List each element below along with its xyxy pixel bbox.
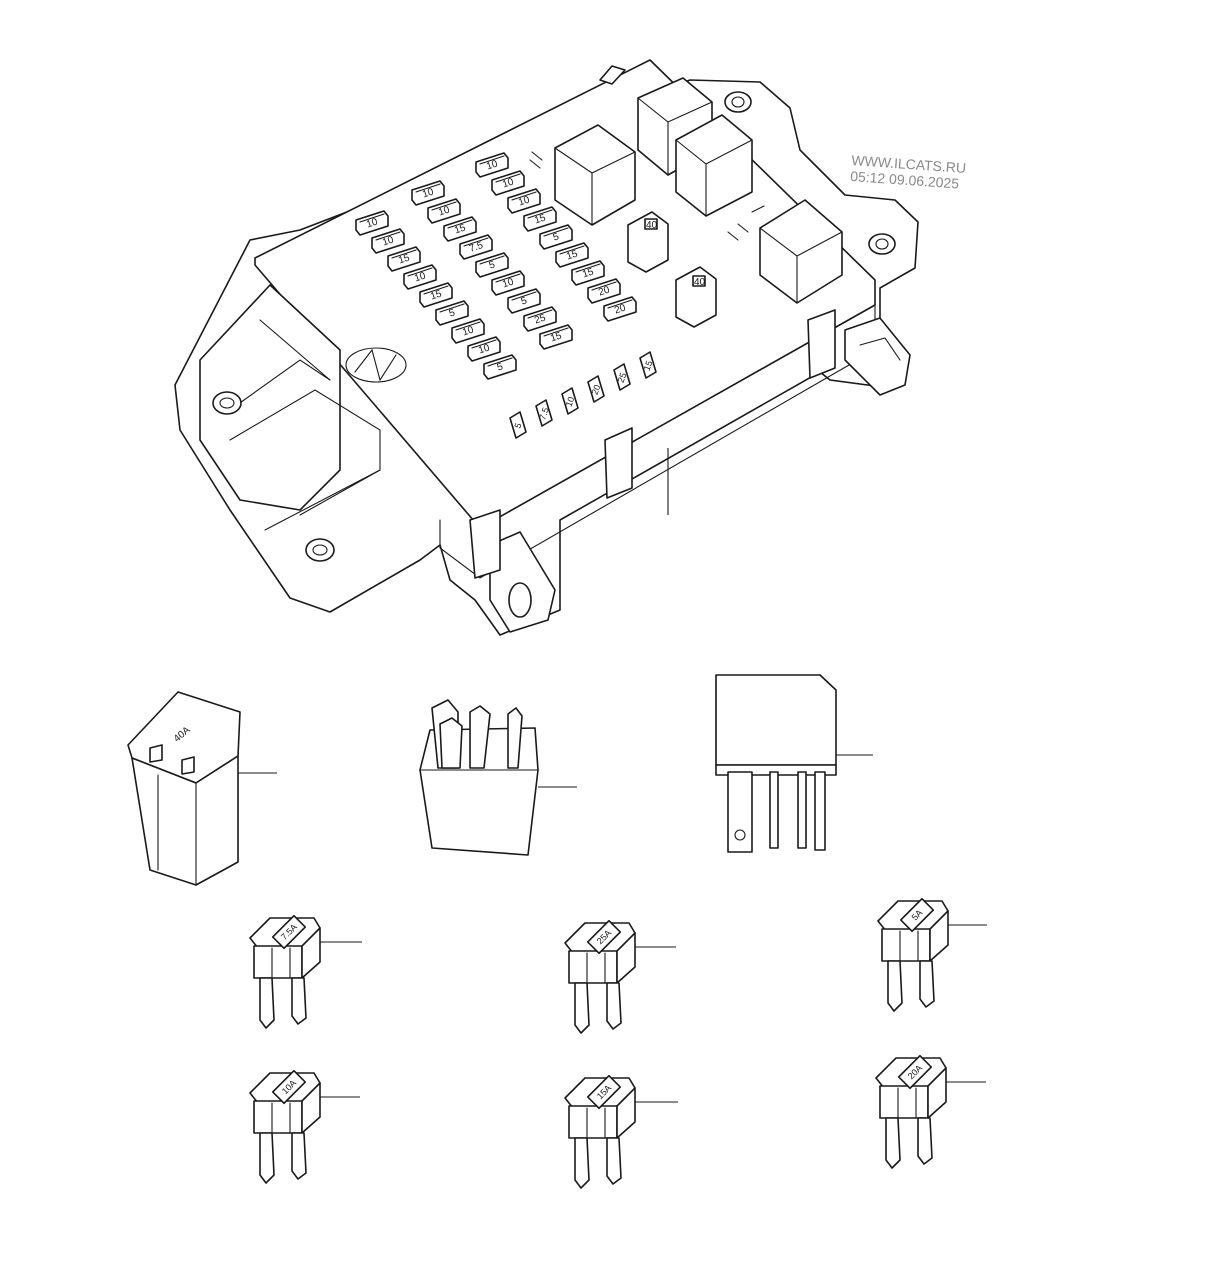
box-fuse: 10 — [467, 336, 501, 362]
large-fuse-label: 40 — [646, 220, 658, 231]
box-fuse-label: 20 — [597, 284, 611, 298]
mini-fuse: 20A — [875, 1054, 986, 1169]
box-fuse: 5 — [483, 354, 517, 380]
box-fuse-label: 15 — [549, 330, 563, 344]
box-fuse: 5 — [507, 288, 541, 314]
box-fuse: 20 — [587, 278, 621, 304]
box-fuse-label: 15 — [397, 252, 411, 266]
box-fuse-small-label: 20 — [590, 383, 603, 396]
fuse-relay-box: 10101510155101051010157.5510525151010101… — [174, 59, 919, 636]
box-fuse-label: 15 — [533, 212, 547, 226]
box-fuse: 10 — [491, 270, 525, 296]
relay-large — [715, 674, 873, 853]
box-fuse: 10 — [451, 318, 485, 344]
box-fuse-label: 5 — [552, 231, 561, 243]
box-fuse-small: 20 — [587, 375, 605, 403]
box-fuse: 25 — [523, 306, 557, 332]
box-fuse-label: 15 — [453, 222, 467, 236]
box-fuse-small-label: 7.5 — [537, 406, 551, 421]
box-fuse: 15 — [419, 282, 453, 308]
box-fuse-label: 10 — [413, 270, 427, 284]
box-fuse: 7.5 — [459, 234, 493, 260]
box-fuse-small: 15 — [639, 351, 657, 379]
box-large-fuses: 40 40 — [627, 211, 717, 328]
box-fuse-label: 5 — [520, 295, 529, 307]
box-fuse-small-label: 5 — [513, 422, 524, 430]
box-fuse-label: 5 — [448, 307, 457, 319]
box-fuse-small: 10 — [561, 387, 579, 415]
box-fuse-label: 10 — [421, 186, 435, 200]
box-fuse-label: 10 — [461, 324, 475, 338]
box-fuse: 15 — [523, 206, 557, 232]
box-fuse-label: 25 — [533, 312, 547, 326]
mini-fuse: 15A — [564, 1074, 678, 1189]
box-fuse: 5 — [539, 224, 573, 250]
box-fuse: 10 — [475, 152, 509, 178]
large-fuse-label: 40 — [694, 277, 706, 288]
box-fuse-label: 10 — [517, 194, 531, 208]
box-fuse: 10 — [427, 198, 461, 224]
box-relays — [529, 77, 843, 304]
box-fuse-label: 15 — [565, 248, 579, 262]
box-fuse-label: 10 — [365, 216, 379, 230]
box-fuse-small: 7.5 — [535, 399, 553, 427]
box-fuse: 15 — [571, 260, 605, 286]
box-fuse: 10 — [371, 228, 405, 254]
box-fuse-small-label: 10 — [564, 395, 577, 408]
box-fuse-label: 10 — [501, 176, 515, 190]
box-fuse: 5 — [475, 252, 509, 278]
mini-relay — [419, 699, 577, 856]
box-fuse: 15 — [387, 246, 421, 272]
box-fuse: 10 — [403, 264, 437, 290]
mini-fuse: 5A — [877, 897, 987, 1012]
box-fuse-array: 10101510155101051010157.5510525151010101… — [355, 152, 657, 439]
box-fuse-label: 10 — [381, 234, 395, 248]
box-fuse-label: 10 — [485, 158, 499, 172]
box-fuse-label: 7.5 — [468, 240, 485, 255]
box-fuse-small: 25 — [613, 363, 631, 391]
box-fuse: 10 — [355, 210, 389, 236]
box-fuse-small-label: 15 — [642, 359, 655, 372]
box-fuse-label: 10 — [477, 342, 491, 356]
box-fuse: 5 — [435, 300, 469, 326]
mini-fuse: 10A — [249, 1069, 360, 1184]
box-fuse: 10 — [507, 188, 541, 214]
box-fuse-label: 15 — [429, 288, 443, 302]
box-fuse: 20 — [603, 296, 637, 322]
box-fuse-label: 5 — [488, 259, 497, 271]
box-fuse: 15 — [555, 242, 589, 268]
box-fuse-small-label: 25 — [616, 371, 629, 384]
mini-fuse: 7.5A — [249, 914, 362, 1029]
box-fuse-label: 20 — [613, 302, 627, 316]
box-fuse: 15 — [539, 324, 573, 350]
box-fuse-small: 5 — [509, 411, 527, 439]
mini-fuse-group: 7.5A 25A 5A 10A 15A 20A — [249, 897, 987, 1189]
cartridge-fuse-40a: 40A — [127, 691, 277, 886]
box-fuse: 10 — [411, 180, 445, 206]
box-fuse: 10 — [491, 170, 525, 196]
box-fuse: 15 — [443, 216, 477, 242]
box-fuse-label: 10 — [501, 276, 515, 290]
mini-fuse: 25A — [564, 919, 676, 1034]
box-fuse-label: 5 — [496, 361, 505, 373]
box-fuse-label: 10 — [437, 204, 451, 218]
box-fuse-label: 15 — [581, 266, 595, 280]
